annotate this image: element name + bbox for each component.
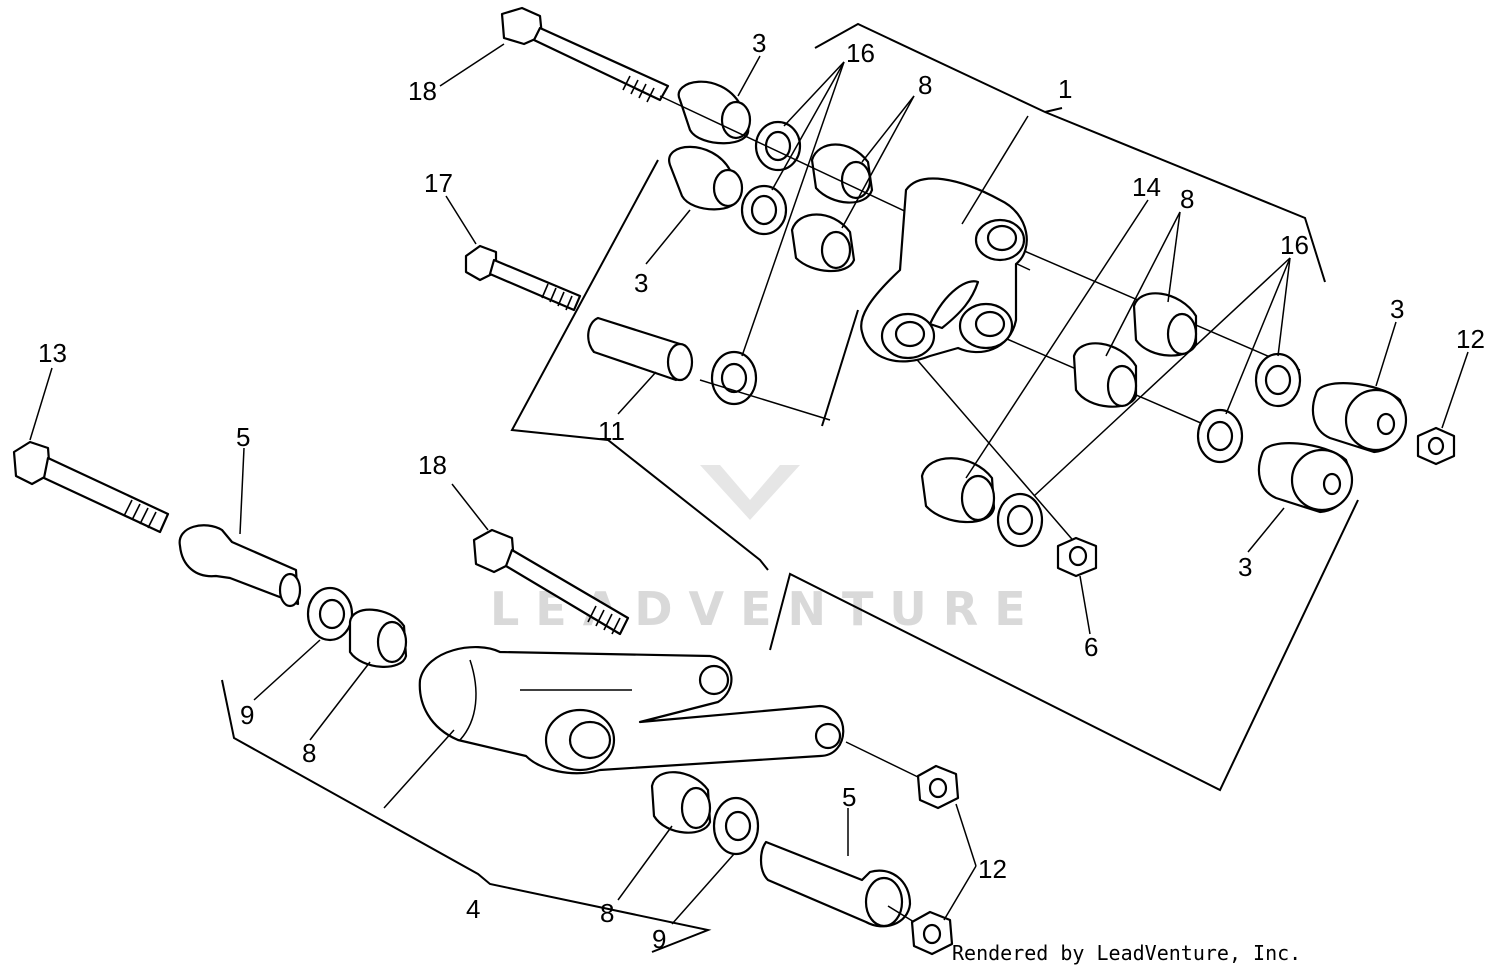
callout-12: 12 — [1456, 324, 1485, 354]
seal-16-right — [996, 352, 1302, 548]
bracket-item-1 — [814, 22, 1326, 283]
nut-12-lower-b — [910, 910, 954, 956]
seal-9-lower — [712, 796, 760, 856]
bracket-item-4 — [221, 679, 712, 953]
callout-4: 4 — [466, 894, 480, 924]
nut-12-lower-a — [916, 764, 960, 810]
nut-6 — [1056, 536, 1098, 578]
callout-3: 3 — [1238, 552, 1252, 582]
callout-9: 9 — [240, 700, 254, 730]
link-plate-1 — [860, 177, 1028, 363]
link-arm-4 — [418, 645, 845, 775]
collar-5-left — [178, 524, 302, 608]
bearing-8-lower — [650, 771, 712, 834]
callout-1: 1 — [1058, 74, 1072, 104]
callout-8: 8 — [1180, 184, 1194, 214]
bearing-8-left — [348, 608, 408, 668]
callout-5: 5 — [842, 782, 856, 812]
leader-lines — [29, 43, 1469, 925]
callout-8: 8 — [918, 70, 932, 100]
callout-9: 9 — [652, 924, 666, 954]
bushing-3-mid — [668, 145, 744, 211]
bushing-3-right — [1257, 382, 1408, 514]
callout-11: 11 — [598, 416, 625, 446]
callout-18: 18 — [418, 450, 447, 480]
seal-16-upper — [710, 120, 802, 406]
callout-8: 8 — [302, 738, 316, 768]
callout-6: 6 — [1084, 632, 1098, 662]
nut-12-top — [1416, 426, 1456, 466]
bolt-17 — [464, 244, 582, 312]
bearing-8-upper — [790, 143, 874, 273]
bearing-14 — [920, 457, 996, 524]
callout-13: 13 — [38, 338, 67, 368]
callout-16: 16 — [1280, 230, 1309, 260]
callout-18: 18 — [408, 76, 437, 106]
seal-9-left — [306, 586, 354, 642]
callout-3: 3 — [752, 28, 766, 58]
callout-17: 17 — [424, 168, 453, 198]
collar-5-right — [759, 840, 912, 928]
spacer-11 — [587, 316, 694, 382]
callout-3: 3 — [634, 268, 648, 298]
bearing-8-right — [1072, 292, 1198, 408]
callout-14: 14 — [1132, 172, 1161, 202]
rendered-by-credit: Rendered by LeadVenture, Inc. — [952, 941, 1302, 965]
callout-labels: 1 3 3 3 3 4 5 5 6 8 8 8 8 9 9 11 12 12 1… — [38, 28, 1485, 954]
bushing-3-top — [677, 80, 752, 145]
callout-8: 8 — [600, 898, 614, 928]
callout-5: 5 — [236, 422, 250, 452]
bolt-13 — [12, 440, 170, 534]
bolt-18-top — [500, 6, 670, 103]
callout-3: 3 — [1390, 294, 1404, 324]
bolt-18-lower — [472, 528, 630, 636]
callout-16: 16 — [846, 38, 875, 68]
callout-12: 12 — [978, 854, 1007, 884]
